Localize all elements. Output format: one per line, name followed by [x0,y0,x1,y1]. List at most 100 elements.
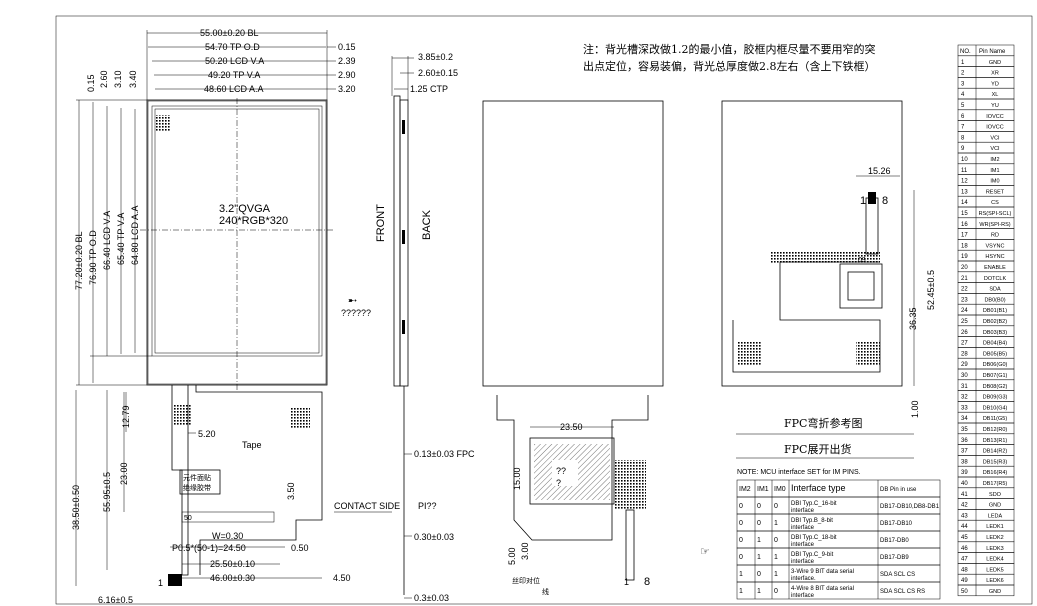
im-cell: 3-Wire 9 BIT data serial [791,569,854,575]
im-row [736,581,941,600]
dim-23-50: 23.50 [560,422,583,432]
dim-3-20: 3.20 [338,84,356,94]
pin-row [957,55,1015,67]
dim-0-3-side: 0.3±0.03 [414,593,449,603]
svg-text:3.40: 3.40 [128,70,138,88]
pin-name: DOTCLK [984,276,1007,282]
svg-text:0.15: 0.15 [86,74,96,92]
pin-name: XR [991,71,999,77]
pin-number: 15 [961,211,968,217]
pin-name: RS(SPI-SCL) [979,211,1012,217]
svg-text:50: 50 [184,515,192,522]
im-cell: 1 [774,554,778,561]
pin-number: 31 [961,384,968,390]
pin-number: 17 [961,233,968,239]
pin-name: LEDA [988,513,1003,519]
pin-name: GND [989,60,1001,66]
im-cell: 1 [774,571,778,578]
pin-name: DB09(G3) [983,395,1008,401]
pin-number: 36 [961,438,968,444]
dim-lcd-aa-height: 64.80 LCD A.A [130,205,140,265]
contact-pads [181,511,275,523]
folded-fpc-view: ?? ? 23.50 15.00 3.00 5.00 丝印对位 线 1 8 [496,395,650,596]
dim-0-15-right: 0.15 [338,42,356,52]
im-cell: 1 [757,554,761,561]
svg-text:1: 1 [624,577,629,587]
pin-name: DB15(R3) [983,459,1008,465]
pin-number: 1 [961,60,965,66]
pin-name: DB03(B3) [983,330,1007,336]
im-cell: 1 [774,520,778,527]
pin-name: DB10(G4) [983,405,1008,411]
im-cell: interface [791,525,815,531]
dim-bl-height: 77.20±0.20 BL [74,232,84,291]
im-cell: DBI Typ.C_16-bit [791,501,837,507]
im-cell: interface [791,542,815,548]
panel-size-label: 3.2"QVGA [219,203,271,215]
pin-number: 29 [961,362,968,368]
pin-number: 35 [961,427,968,433]
pin-row [957,87,1015,100]
panel-resolution-label: 240*RGB*320 [219,215,288,227]
im-cell: 1 [757,537,761,544]
pin-number: 20 [961,265,968,271]
dim-pitch: P0.5*(50-1)=24.50 [172,543,246,553]
im-cell: DB17-DB10,DB8-DB1 [880,504,940,510]
pin-number: 42 [961,503,968,509]
pin-number: 49 [961,578,968,584]
im-cell: IM2 [739,486,751,493]
im-cell: 0 [757,520,761,527]
im-cell: 0 [739,520,743,527]
pin-number: 27 [961,341,968,347]
pin-header-no: NO. [960,49,971,55]
pin-name: DB0(B0) [984,297,1005,303]
dim-tp-va-width: 49.20 TP V.A [208,70,260,80]
pin-name: IOVCC [986,114,1003,120]
svg-text:?: ? [556,478,561,488]
back-view: 1 8 09 15.26 52.45±0.5 36.35 1.00 [721,100,936,418]
im-cell: DBI Typ.B_8-bit [791,518,833,524]
pin-number: 13 [961,189,968,195]
pin-name: DB01(B1) [983,308,1007,314]
pin-name: DB07(G1) [983,373,1008,379]
pin-number: 9 [961,146,965,152]
im-cell: IM0 [774,486,786,493]
fpc-flat: 元件面贴 绝缘胶带 50 1 Tape [158,385,323,588]
dim-25-50: 25.50±0.10 [210,559,255,569]
pin-name: SDA [989,287,1001,293]
sticker-box [179,469,221,495]
pin-name: YD [991,81,999,87]
pin-number: 25 [961,319,968,325]
hand-arrow-icon: ➸ [348,295,357,307]
pi-label: PI?? [418,501,437,511]
pin-number: 37 [961,449,968,455]
pin-name: DB08(G2) [983,384,1008,390]
im-cell: interface. [791,576,816,582]
silk-label-2: 线 [542,587,549,596]
pin-number: 41 [961,492,968,498]
svg-text:??: ?? [556,466,566,476]
pin-row [957,77,1015,89]
pin-name: DB05(B5) [983,351,1007,357]
pin-number: 14 [961,200,968,206]
front-label: FRONT [375,204,387,242]
dim-1-00: 1.00 [910,400,920,418]
dim-3-00: 3.00 [520,542,530,560]
pin-number: 32 [961,395,968,401]
im-cell: 1 [739,571,743,578]
pin-name: ENABLE [984,265,1006,271]
dim-52-45: 52.45±0.5 [926,270,936,310]
note-line-2: 出点定位，容易装偏，背光总厚度做2.8左右（含上下铁框） [583,59,876,73]
pin-number: 10 [961,157,968,163]
pin-name: DB06(G0) [983,362,1008,368]
pin-number: 22 [961,287,968,293]
pin-number: 12 [961,179,968,185]
pin-name: IOVCC [986,125,1003,131]
back-label: BACK [421,209,433,240]
pin-number: 24 [961,308,968,314]
pin-name: DB02(B2) [983,319,1007,325]
im-cell: 1 [739,588,743,595]
im-cell: DBI Typ.C_9-bit [791,552,834,558]
svg-text:8: 8 [882,195,888,207]
